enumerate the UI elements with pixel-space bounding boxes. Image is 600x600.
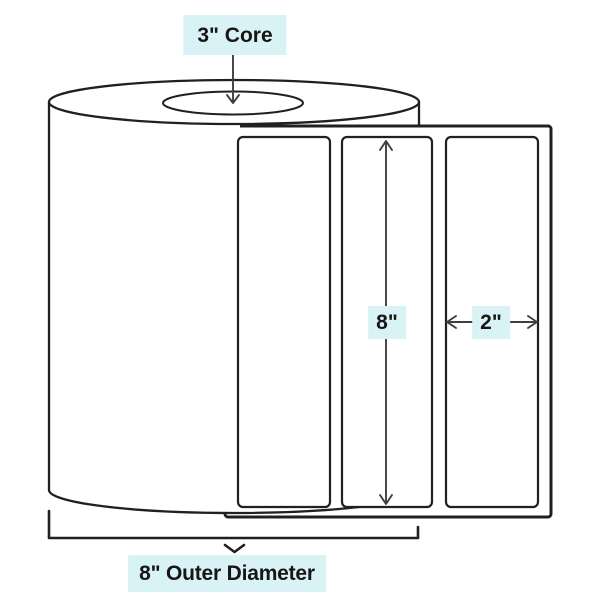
outer-diameter-text: 8" Outer Diameter <box>139 562 315 585</box>
label-height-callout: 8" <box>368 306 406 339</box>
core-callout-text: 3" Core <box>197 23 273 47</box>
diameter-chevron-icon <box>223 543 246 554</box>
outer-diameter-callout: 8" Outer Diameter <box>128 555 326 592</box>
core-arrow-icon <box>226 54 240 104</box>
core-callout: 3" Core <box>183 15 287 55</box>
label-height-text: 8" <box>376 311 398 334</box>
label-width-callout: 2" <box>472 306 510 339</box>
diameter-bracket <box>47 509 420 540</box>
label-1 <box>236 135 332 509</box>
label-width-text: 2" <box>480 311 502 334</box>
